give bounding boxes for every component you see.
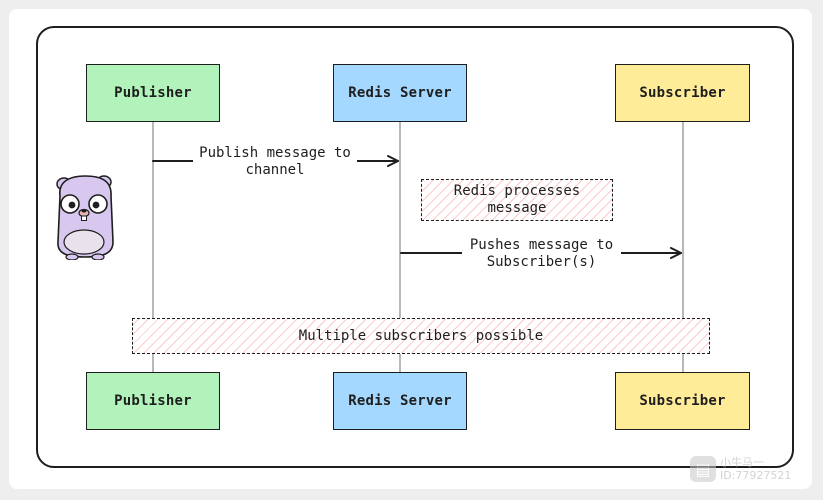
lifeline-redis [399,122,401,372]
message-label-publish: Publish message to channel [193,145,357,179]
participant-label: Publisher [114,393,192,409]
diagram-frame [36,26,794,468]
note-text: Multiple subscribers possible [298,327,544,344]
message-label-line: Publish message to [199,145,351,161]
participant-redis-bottom: Redis Server [333,372,467,430]
participant-redis-top: Redis Server [333,64,467,122]
message-label-line: channel [245,162,305,178]
notebook-icon: ▤ [690,456,716,482]
participant-publisher-bottom: Publisher [86,372,220,430]
gopher-mascot-icon [56,175,114,260]
watermark-text: 小牛马一 ID:77927521 [720,456,791,482]
participant-label: Subscriber [639,85,726,101]
note-redis-processes: Redis processes message [421,179,613,221]
watermark-line: ID:77927521 [720,469,792,482]
note-line: message [487,200,547,216]
participant-label: Publisher [114,85,192,101]
message-label-push: Pushes message to Subscriber(s) [462,237,621,271]
participant-label: Redis Server [348,85,452,101]
message-label-line: Subscriber(s) [486,254,597,270]
watermark-line: 小牛马一 [720,456,764,469]
message-label-line: Pushes message to [469,237,614,253]
participant-label: Subscriber [639,393,726,409]
participant-subscriber-bottom: Subscriber [615,372,750,430]
participant-label: Redis Server [348,393,452,409]
watermark: ▤ 小牛马一 ID:77927521 [690,456,791,482]
note-line: Redis processes [453,183,581,199]
lifeline-publisher [152,122,154,372]
note-multiple-subscribers: Multiple subscribers possible [132,318,710,354]
lifeline-subscriber [682,122,684,372]
participant-publisher-top: Publisher [86,64,220,122]
participant-subscriber-top: Subscriber [615,64,750,122]
